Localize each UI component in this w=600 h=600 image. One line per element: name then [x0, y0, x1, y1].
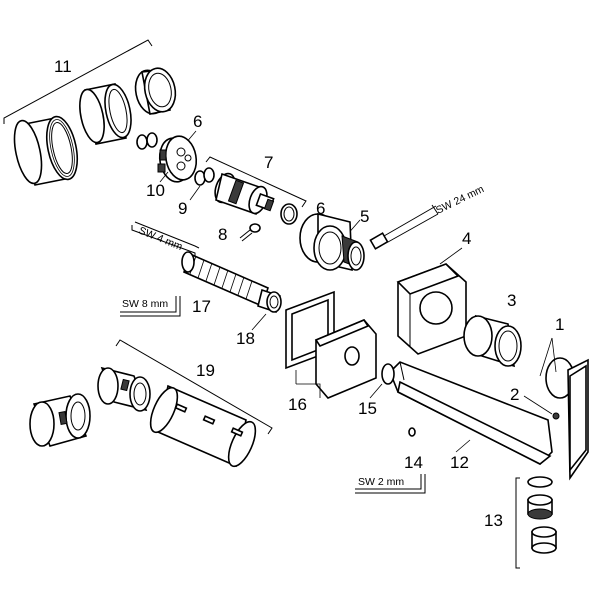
lever-handle-1: [545, 357, 589, 481]
bracket-19: [115, 339, 273, 435]
extension-nut-19a: [97, 366, 151, 412]
callout-9: 9: [178, 199, 187, 218]
aerator-13: [527, 476, 557, 554]
tool-label-sw24: SW 24 mm: [434, 183, 486, 217]
bracket-13: [515, 477, 520, 569]
callout-8: 8: [218, 225, 227, 244]
bracket-16b: [296, 383, 321, 398]
leader-15: [369, 383, 383, 399]
valve-body-5: [299, 212, 365, 272]
screw-8: [239, 223, 261, 242]
leader-1a: [539, 337, 553, 377]
seal-18: [266, 291, 282, 313]
sleeve-ring: [134, 67, 177, 115]
callout-11: 11: [54, 57, 72, 76]
callout-3: 3: [507, 291, 516, 310]
leader-4: [439, 247, 463, 265]
seal-15: [381, 363, 395, 385]
cartridge-7: [214, 172, 298, 225]
callout-12: 12: [450, 453, 469, 472]
callout-14: 14: [404, 453, 423, 472]
callout-10: 10: [146, 181, 165, 200]
tool-sw24: [369, 204, 439, 250]
sleeve-3: [463, 314, 522, 368]
spout-12: [389, 361, 553, 465]
sleeve-middle: [79, 83, 132, 145]
sleeve-large: [13, 115, 79, 186]
diverter-disc-10: [157, 135, 198, 183]
callout-5: 5: [360, 207, 369, 226]
leader-2: [523, 395, 553, 415]
bracket-7: [205, 156, 307, 208]
tool-label-sw4: SW 4 mm: [137, 225, 184, 253]
callout-6-top: 6: [193, 112, 202, 131]
callout-18: 18: [236, 329, 255, 348]
leader-1b: [551, 337, 557, 373]
callout-19: 19: [196, 361, 215, 380]
callout-17: 17: [192, 297, 211, 316]
tool-sw2: [355, 474, 426, 494]
tool-sw8: [120, 296, 181, 317]
tool-label-sw8: SW 8 mm: [122, 298, 168, 310]
oring-9: [194, 167, 215, 186]
callout-13: 13: [484, 511, 503, 530]
grub-screw-14: [408, 427, 416, 437]
callout-16: 16: [288, 395, 307, 414]
orings-6: [136, 132, 158, 150]
callout-15: 15: [358, 399, 377, 418]
callout-2: 2: [510, 385, 519, 404]
callout-6-right: 6: [316, 199, 325, 218]
leader-10: [159, 171, 169, 183]
leader-12: [455, 439, 471, 453]
leader-18: [251, 313, 267, 331]
leader-9: [189, 185, 201, 201]
callout-1: 1: [555, 315, 564, 334]
rosette-4: [396, 263, 467, 355]
bracket-11: [3, 39, 153, 124]
extension-tube-19: [149, 384, 257, 468]
callout-4: 4: [462, 229, 471, 248]
callout-7: 7: [264, 153, 273, 172]
extension-nut-19b: [29, 393, 91, 447]
tool-label-sw2: SW 2 mm: [358, 476, 404, 488]
